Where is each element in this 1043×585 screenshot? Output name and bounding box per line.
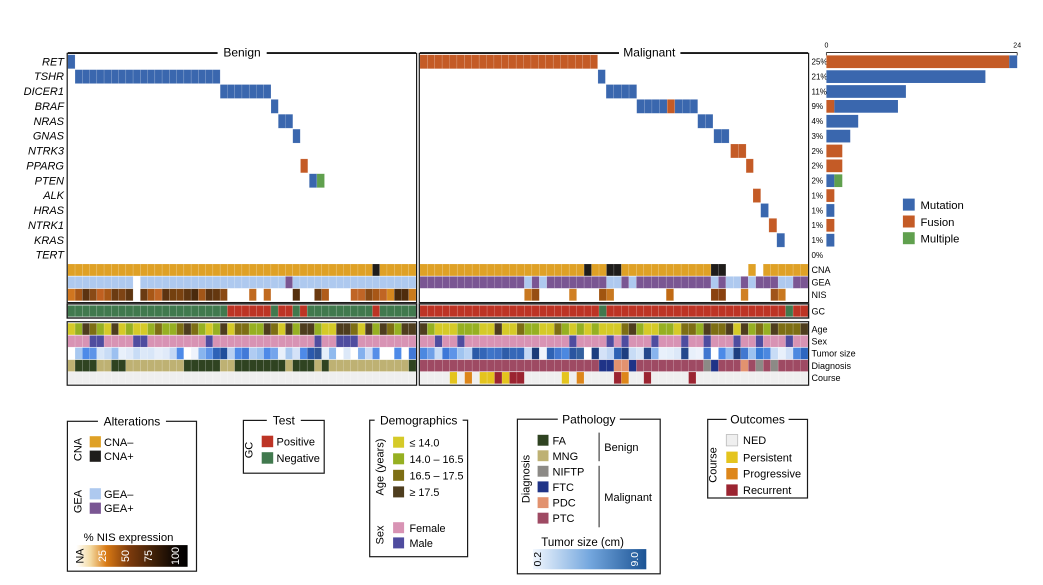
svg-text:Demographics: Demographics [380,413,457,427]
svg-text:RET: RET [42,56,65,68]
svg-text:% NIS expression: % NIS expression [84,532,174,544]
svg-text:NED: NED [743,435,766,447]
svg-text:1%: 1% [812,206,824,215]
svg-text:NIS: NIS [812,290,827,300]
svg-text:Sex: Sex [375,525,387,544]
svg-text:PDC: PDC [553,498,576,510]
svg-text:0%: 0% [812,251,824,260]
svg-text:NTRK3: NTRK3 [28,146,65,158]
svg-text:PPARG: PPARG [26,160,64,172]
svg-text:Tumor size: Tumor size [812,349,856,359]
svg-text:75: 75 [143,550,155,562]
svg-text:Age (years): Age (years) [375,439,387,496]
svg-text:25%: 25% [812,58,828,67]
svg-text:PTC: PTC [553,513,575,525]
svg-text:Malignant: Malignant [623,45,676,59]
svg-text:Age: Age [812,324,828,334]
svg-text:Positive: Positive [277,436,316,448]
svg-text:21%: 21% [812,72,828,81]
svg-text:Diagnosis: Diagnosis [521,454,533,503]
svg-text:TERT: TERT [35,250,65,262]
svg-text:Negative: Negative [277,453,320,465]
svg-text:GC: GC [244,442,256,459]
svg-text:FTC: FTC [553,482,574,494]
svg-text:GEA: GEA [73,489,85,513]
svg-text:Benign: Benign [604,442,638,454]
svg-text:9%: 9% [812,102,824,111]
svg-text:CNA+: CNA+ [104,451,134,463]
svg-text:4%: 4% [812,117,824,126]
svg-text:25: 25 [97,550,109,562]
svg-text:GEA: GEA [812,278,831,288]
svg-text:PTEN: PTEN [35,175,64,187]
svg-text:KRAS: KRAS [34,235,65,247]
svg-text:GEA–: GEA– [104,489,134,501]
svg-text:1%: 1% [812,236,824,245]
svg-text:Persistent: Persistent [743,452,792,464]
svg-text:Outcomes: Outcomes [730,413,785,427]
svg-text:1%: 1% [812,221,824,230]
svg-text:≥ 17.5: ≥ 17.5 [410,487,440,499]
svg-text:Progressive: Progressive [743,469,801,481]
svg-text:11%: 11% [812,87,827,96]
svg-text:14.0 – 16.5: 14.0 – 16.5 [410,454,464,466]
svg-text:MNG: MNG [553,451,579,463]
svg-text:Sex: Sex [812,336,828,346]
svg-text:Recurrent: Recurrent [743,485,791,497]
svg-text:3%: 3% [812,132,824,141]
svg-text:Course: Course [812,373,841,383]
svg-text:Male: Male [410,538,433,550]
svg-text:Mutation: Mutation [921,200,964,212]
svg-text:FA: FA [553,435,567,447]
svg-text:Test: Test [273,414,296,428]
svg-text:Benign: Benign [223,45,260,59]
svg-text:GC: GC [812,306,826,316]
svg-text:16.5 – 17.5: 16.5 – 17.5 [410,470,464,482]
svg-text:100: 100 [170,547,182,565]
svg-text:GEA+: GEA+ [104,503,134,515]
svg-text:≤ 14.0: ≤ 14.0 [410,437,440,449]
svg-text:2%: 2% [812,147,824,156]
svg-text:Diagnosis: Diagnosis [812,361,852,371]
svg-text:2%: 2% [812,162,824,171]
svg-text:NIFTP: NIFTP [553,466,585,478]
svg-text:Course: Course [708,447,720,482]
svg-text:Female: Female [410,523,446,535]
svg-text:9.0: 9.0 [629,552,641,567]
svg-text:CNA–: CNA– [104,437,134,449]
svg-text:CNA: CNA [73,437,85,461]
svg-text:ALK: ALK [42,190,64,202]
svg-text:0.2: 0.2 [532,552,544,567]
svg-text:Multiple: Multiple [921,234,960,246]
svg-text:2%: 2% [812,177,824,186]
svg-text:Alterations: Alterations [104,415,161,429]
svg-text:CNA: CNA [812,265,831,275]
svg-text:1%: 1% [812,191,824,200]
svg-text:24: 24 [1013,43,1021,50]
svg-text:TSHR: TSHR [34,71,64,83]
svg-text:GNAS: GNAS [33,131,65,143]
svg-text:Malignant: Malignant [604,492,652,504]
svg-text:NRAS: NRAS [33,116,64,128]
svg-text:Tumor size (cm): Tumor size (cm) [541,537,624,549]
svg-text:DICER1: DICER1 [24,86,64,98]
svg-text:0: 0 [824,43,828,50]
svg-text:BRAF: BRAF [35,101,66,113]
svg-text:Fusion: Fusion [921,217,955,229]
svg-text:50: 50 [120,550,132,562]
svg-text:NTRK1: NTRK1 [28,220,64,232]
svg-text:NA: NA [75,548,87,564]
svg-text:HRAS: HRAS [33,205,64,217]
svg-text:Pathology: Pathology [562,412,615,426]
